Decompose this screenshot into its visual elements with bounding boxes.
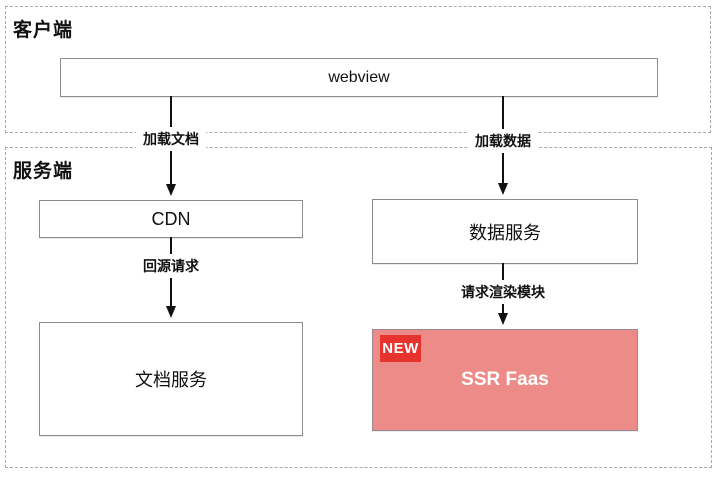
edge-label-load-document: 加载文档 xyxy=(136,127,206,151)
edge-data-service-to-ssr-arrowhead-icon xyxy=(498,313,508,325)
edge-webview-to-data-service-arrowhead-icon xyxy=(498,183,508,195)
cdn-node: CDN xyxy=(39,200,303,238)
server-section: 服务端 CDN 数据服务 文档服务 NEW SSR Faas xyxy=(5,147,712,468)
client-section: 客户端 webview xyxy=(5,6,711,133)
data-service-node: 数据服务 xyxy=(372,199,638,264)
ssr-faas-node-label: SSR Faas xyxy=(461,369,549,390)
webview-node-label: webview xyxy=(328,68,390,86)
doc-service-node: 文档服务 xyxy=(39,322,303,436)
doc-service-node-label: 文档服务 xyxy=(135,370,207,390)
client-section-label: 客户端 xyxy=(13,20,74,41)
edge-label-back-to-origin: 回源请求 xyxy=(136,254,206,278)
cdn-node-label: CDN xyxy=(151,208,191,229)
edge-label-request-render-module: 请求渲染模块 xyxy=(454,280,552,304)
server-section-label: 服务端 xyxy=(13,161,74,182)
new-badge: NEW xyxy=(380,335,421,362)
ssr-faas-node: NEW SSR Faas xyxy=(372,329,638,431)
webview-node: webview xyxy=(60,58,658,97)
edge-webview-to-cdn-arrowhead-icon xyxy=(166,184,176,196)
data-service-node-label: 数据服务 xyxy=(469,222,541,243)
edge-label-load-data: 加载数据 xyxy=(468,129,538,153)
edge-cdn-to-doc-service-arrowhead-icon xyxy=(166,306,176,318)
